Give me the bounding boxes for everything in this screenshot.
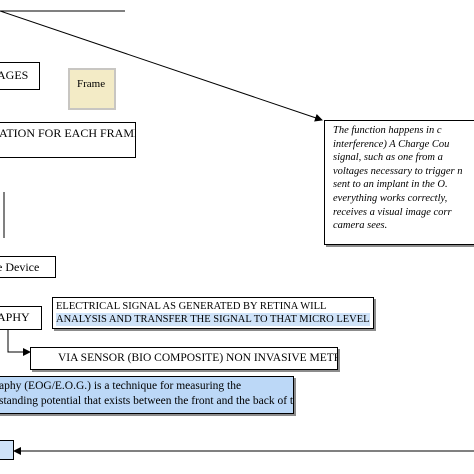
images-label: AGES: [0, 68, 29, 82]
eog-line-1: aphy (EOG/E.O.G.) is a technique for mea…: [0, 380, 242, 392]
function-line-1: The function happens in c: [333, 125, 442, 136]
electrical-line-1: ELECTRICAL SIGNAL AS GENERATED BY RETINA…: [56, 301, 327, 312]
images-box: AGES: [0, 62, 40, 90]
frame-label: Frame: [77, 78, 106, 90]
bottom-box: [0, 440, 14, 460]
eog-line-2: standing potential that exists between t…: [0, 395, 294, 407]
device-label: e Device: [0, 260, 40, 274]
function-line-6: everything works correctly,: [333, 192, 448, 204]
function-line-5: sent to an implant in the O.: [333, 179, 448, 191]
sensor-method-box: VIA SENSOR (BIO COMPOSITE) NON INVASIVE …: [30, 347, 338, 370]
electrical-signal-box: ELECTRICAL SIGNAL AS GENERATED BY RETINA…: [52, 297, 374, 329]
frame-box: Frame: [68, 68, 116, 110]
ocr-each-frame-box: ATION FOR EACH FRAME: [0, 122, 136, 158]
sensor-connector-arrow: [7, 330, 31, 356]
eog-description-box: aphy (EOG/E.O.G.) is a technique for mea…: [0, 376, 294, 414]
function-description-box: The function happens in c interference) …: [324, 120, 474, 245]
diagonal-arrow: [0, 10, 323, 122]
function-line-8: camera sees.: [333, 220, 388, 232]
function-line-4: voltages necessary to trigger n: [333, 165, 463, 177]
function-line-3: signal, such as one from a: [333, 152, 443, 164]
graphy-label: APHY: [0, 310, 30, 324]
device-box: e Device: [0, 256, 56, 278]
electrical-line-2: ANALYSIS AND TRANSFER THE SIGNAL TO THAT…: [56, 313, 370, 326]
sensor-label: VIA SENSOR (BIO COMPOSITE) NON INVASIVE …: [58, 352, 338, 364]
function-line-7: receives a visual image corr: [333, 206, 452, 218]
graphy-box: APHY: [0, 306, 42, 330]
function-line-2: interference) A Charge Cou: [333, 138, 450, 150]
ocr-label: ATION FOR EACH FRAME: [0, 126, 136, 140]
